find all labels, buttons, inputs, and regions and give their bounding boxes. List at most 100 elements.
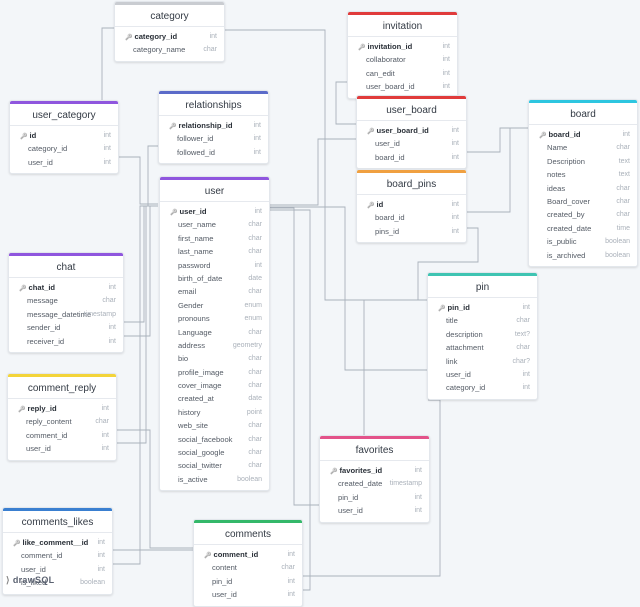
- table-title[interactable]: comment_reply: [8, 374, 116, 399]
- table-title[interactable]: comments_likes: [3, 508, 112, 533]
- table-user[interactable]: user user_idintuser_namecharfirst_namecha…: [159, 176, 270, 492]
- table-comments-likes[interactable]: comments_likes like_comment__idintcomment…: [2, 507, 113, 595]
- table-title[interactable]: board_pins: [357, 170, 466, 195]
- table-title[interactable]: chat: [9, 253, 123, 278]
- table-chat[interactable]: chat chat_idintmessagecharmessage_datetim…: [8, 252, 124, 353]
- table-user-board[interactable]: user_board user_board_idintuser_idintboar…: [356, 95, 467, 170]
- table-favorites[interactable]: favorites favorites_idintcreated_datetime…: [319, 435, 430, 523]
- table-comment-reply[interactable]: comment_reply reply_idintreply_contentcha…: [7, 373, 117, 461]
- table-title[interactable]: board: [529, 100, 637, 125]
- table-title[interactable]: pin: [428, 273, 537, 298]
- table-board[interactable]: board board_idintNamecharDescriptiontextn…: [528, 99, 638, 267]
- table-title[interactable]: category: [115, 2, 224, 27]
- table-title[interactable]: invitation: [348, 12, 457, 37]
- table-user-category[interactable]: user_categoryidintcategory_idintuser_idi…: [9, 100, 119, 175]
- table-comments[interactable]: commentscomment_idintcontentcharpin_idin…: [193, 519, 303, 607]
- table-invitation[interactable]: invitation invitation_idintcollaboratorin…: [347, 11, 458, 99]
- table-relationships[interactable]: relationshipsrelationship_idintfollower_…: [158, 90, 269, 165]
- table-title[interactable]: comments: [194, 520, 302, 545]
- table-title[interactable]: user: [160, 177, 269, 202]
- table-title[interactable]: user_board: [357, 96, 466, 121]
- table-title[interactable]: favorites: [320, 436, 429, 461]
- table-pin[interactable]: pin pin_idinttitlechardescriptiontext?att…: [427, 272, 538, 400]
